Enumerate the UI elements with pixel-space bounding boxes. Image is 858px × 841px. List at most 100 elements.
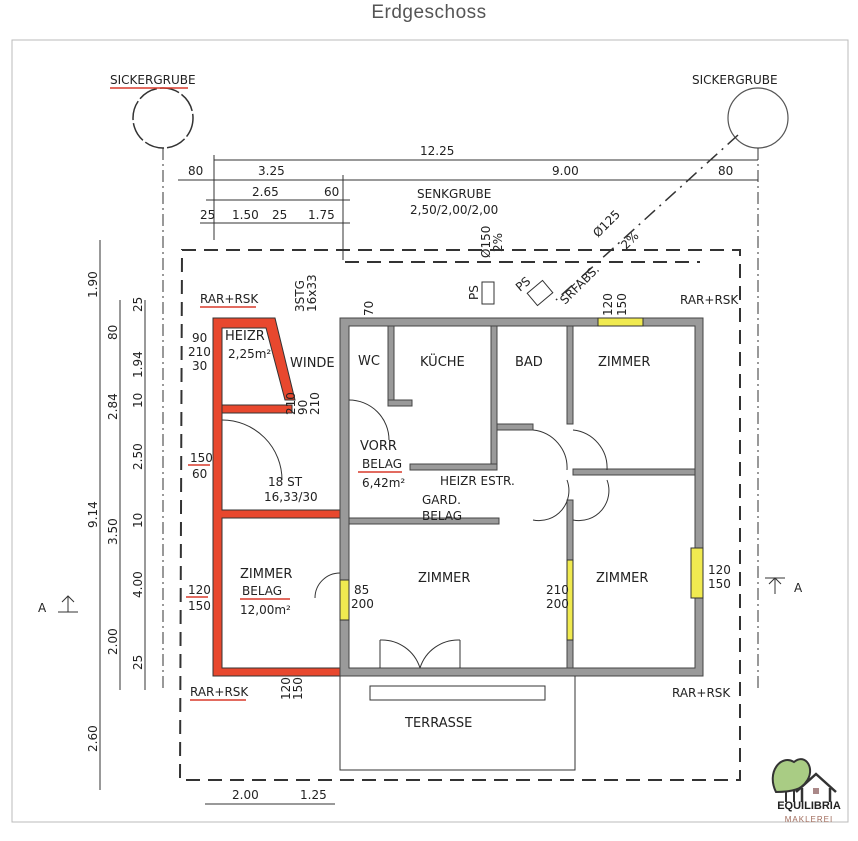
plan-label: 1.90 — [86, 271, 100, 298]
senkgrube-label: SENKGRUBE 2,50/2,00/2,00 Ø150 2% Ø125 2%… — [410, 187, 642, 307]
label-sickergrube: SICKERGRUBE — [110, 73, 196, 87]
section-marker-right: A — [765, 577, 803, 595]
room-bad: BAD — [515, 355, 543, 370]
plan-label: 2% — [618, 229, 641, 252]
plan-label: 200 — [546, 597, 569, 611]
plan-label: 9.00 — [552, 164, 579, 178]
rar-rsk-labels: RAR+RSK RAR+RSK RAR+RSK RAR+RSK — [190, 292, 739, 701]
room-heizr: HEIZR — [225, 329, 265, 344]
plan-label: A — [794, 581, 803, 595]
label-sickergrube: SICKERGRUBE — [692, 73, 778, 87]
plan-label: 3.50 — [106, 518, 120, 545]
section-marker-left: A — [38, 595, 78, 615]
logo-name: EQUILIBRIA — [777, 800, 841, 812]
plan-label: 210 — [284, 392, 298, 415]
terrace-outline — [339, 676, 576, 771]
plan-label: A — [38, 601, 47, 615]
plan-label: 210 — [546, 583, 569, 597]
plan-label: 60 — [192, 467, 207, 481]
plan-label: 80 — [106, 325, 120, 340]
plan-label: 90 — [192, 331, 207, 345]
room-kueche: KÜCHE — [420, 353, 465, 370]
top-dimensions: 12.25 80 3.25 9.00 80 2.65 60 25 1.50 25… — [178, 144, 758, 260]
plan-label: 25 — [131, 655, 145, 670]
plan-label: 4.00 — [131, 571, 145, 598]
plan-label: HEIZR ESTR. — [440, 474, 515, 488]
plan-label: Ø150 — [479, 226, 493, 258]
plan-label: RAR+RSK — [200, 292, 259, 306]
plan-label: 120 — [601, 293, 615, 316]
plan-label: 150 — [615, 293, 629, 316]
plan-label: 200 — [351, 597, 374, 611]
plan-label: 150 — [190, 451, 213, 465]
plan-label: GARD. — [422, 493, 461, 507]
plan-label: 2.60 — [86, 725, 100, 752]
plan-label: 1.94 — [131, 351, 145, 378]
sickergrube-left: SICKERGRUBE — [110, 73, 196, 690]
plan-label: 90 — [296, 400, 310, 415]
plan-label: 3STG — [293, 280, 307, 312]
plan-label: 70 — [362, 301, 376, 316]
plan-label: PS — [467, 285, 481, 300]
plan-label: 60 — [324, 185, 339, 199]
room-zimmer-c: ZIMMER — [418, 571, 470, 586]
plan-label: 85 — [354, 583, 369, 597]
plan-label: 2.00 — [232, 788, 259, 802]
main-walls — [221, 317, 704, 677]
plan-label: SRFABS. — [557, 262, 602, 307]
room-zimmer-e: ZIMMER — [596, 571, 648, 586]
plan-label: 120 — [279, 677, 293, 700]
room-zimmer-w: ZIMMER — [240, 567, 292, 582]
room-winde: WINDE — [290, 356, 335, 371]
plan-label: RAR+RSK — [680, 293, 739, 307]
stairs-labels: 3STG 16x33 18 ST 16,33/30 — [264, 274, 319, 504]
logo-sub: MAKLEREI — [784, 815, 834, 824]
plan-label: 18 ST — [268, 475, 303, 489]
plan-label: Ø125 — [590, 207, 623, 240]
plan-label: 12,00m² — [240, 603, 291, 617]
floor-title: Erdgeschoss — [371, 2, 487, 23]
plan-label: 16,33/30 — [264, 490, 318, 504]
plan-label: 120 — [708, 563, 731, 577]
left-dimensions: 1.90 9.14 2.60 80 2.84 3.50 2.00 25 1.94… — [86, 240, 146, 790]
plan-label: BELAG — [422, 509, 462, 523]
plan-label: SENKGRUBE — [417, 187, 491, 201]
equilibria-logo: EQUILIBRIA MAKLEREI — [766, 752, 852, 832]
plan-label: 120 — [188, 583, 211, 597]
room-terrasse: TERRASSE — [404, 716, 472, 731]
plan-label: 2.50 — [131, 443, 145, 470]
plan-label: 9.14 — [86, 501, 100, 528]
plan-label: 1.25 — [300, 788, 327, 802]
sickergrube-right: SICKERGRUBE — [555, 73, 789, 690]
plan-label: 210 — [308, 392, 322, 415]
plan-label: 2.65 — [252, 185, 279, 199]
plan-label: 210 — [188, 345, 211, 359]
plan-label: RAR+RSK — [672, 686, 731, 700]
bottom-dimensions: 2.00 1.25 — [205, 788, 335, 805]
plan-label: 3.25 — [258, 164, 285, 178]
plan-label: 16x33 — [305, 274, 319, 312]
plan-label: 150 — [291, 677, 305, 700]
plan-label: BELAG — [362, 457, 402, 471]
opening-dimensions: 90 210 30 150 60 120 150 70 210 90 210 8… — [186, 293, 731, 700]
plan-label: 2.84 — [106, 393, 120, 420]
plan-label: 150 — [188, 599, 211, 613]
plan-label: 10 — [131, 393, 145, 408]
plan-label: 25 — [272, 208, 287, 222]
plan-label: BELAG — [242, 584, 282, 598]
plan-label: 1.75 — [308, 208, 335, 222]
plan-label: 2,50/2,00/2,00 — [410, 203, 498, 217]
plot-boundary — [178, 249, 741, 781]
room-wc: WC — [358, 354, 380, 369]
plan-label: 2.00 — [106, 628, 120, 655]
plan-label: RAR+RSK — [190, 685, 249, 699]
plan-label: 30 — [192, 359, 207, 373]
room-vorr: VORR — [360, 439, 397, 454]
plan-label: 6,42m² — [362, 476, 405, 490]
plan-label: 80 — [718, 164, 733, 178]
plan-label: 12.25 — [420, 144, 454, 158]
plan-label: 25 — [200, 208, 215, 222]
plan-label: 10 — [131, 513, 145, 528]
plan-label: 80 — [188, 164, 203, 178]
